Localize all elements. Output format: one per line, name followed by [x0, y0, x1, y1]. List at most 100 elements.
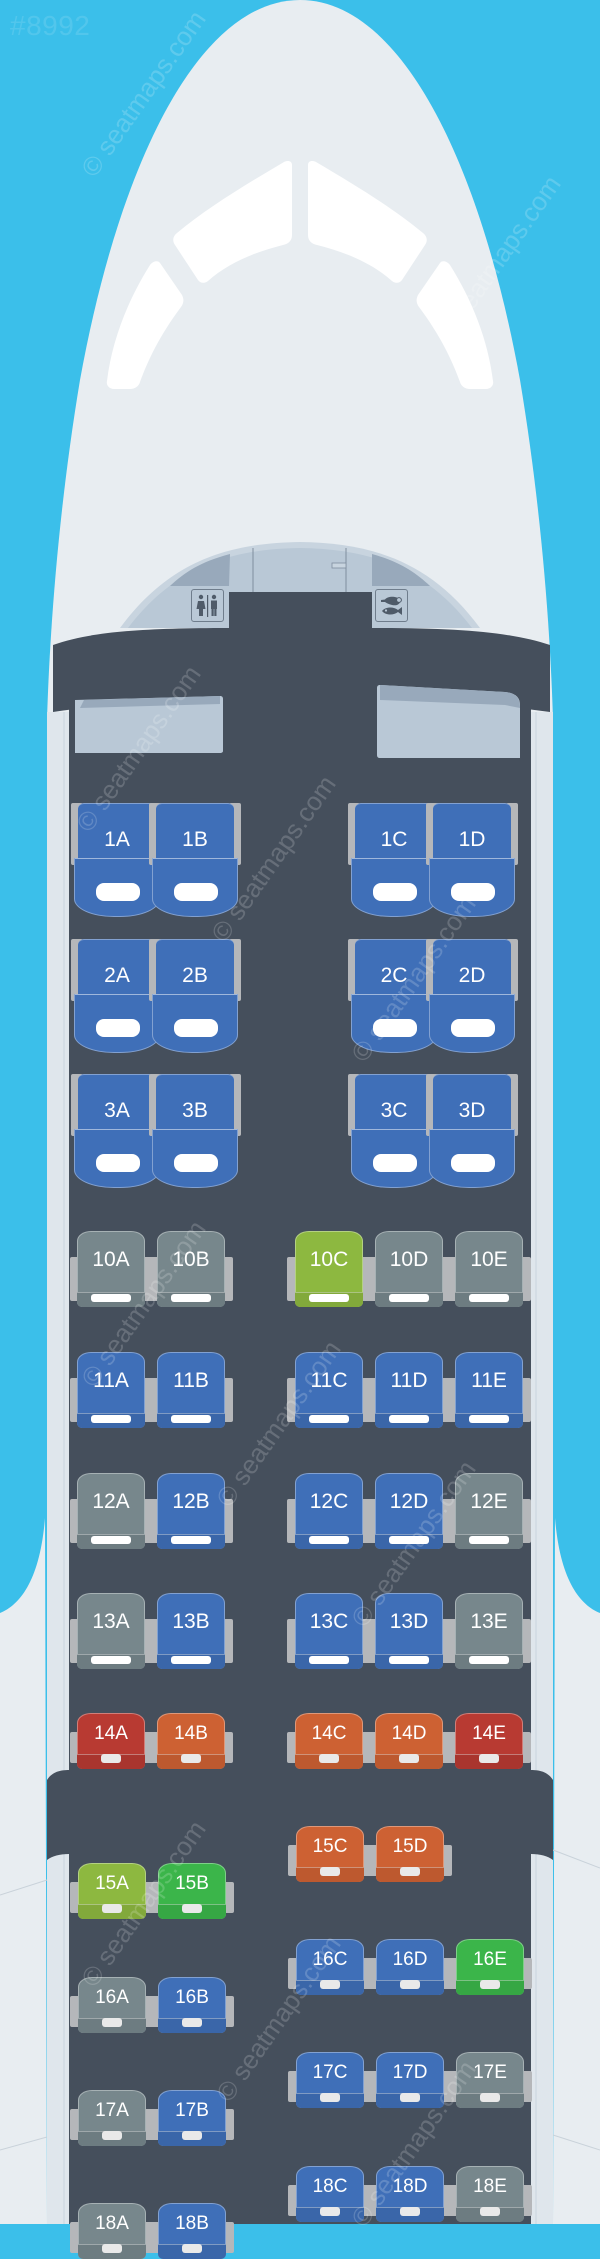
seat-label: 15A: [95, 1873, 129, 1894]
seat-14b[interactable]: 14B: [157, 1713, 225, 1769]
seat-pillow-icon: [451, 883, 495, 901]
seat-pillow-icon: [480, 2207, 500, 2216]
seat-label: 16B: [175, 1987, 209, 2008]
galley-icon: [375, 589, 408, 622]
seat-14a[interactable]: 14A: [77, 1713, 145, 1769]
seat-pillow-icon: [309, 1415, 349, 1423]
seat-label: 18D: [392, 2176, 428, 2197]
seat-label: 10C: [309, 1248, 349, 1271]
seat-pillow-icon: [182, 1904, 202, 1913]
seat-16e[interactable]: 16E: [456, 1939, 524, 1995]
seat-12d[interactable]: 12D: [375, 1473, 443, 1549]
seat-3d[interactable]: 3D: [426, 1074, 518, 1188]
seat-18e[interactable]: 18E: [456, 2166, 524, 2222]
seat-label: 18A: [95, 2213, 129, 2234]
seat-11b[interactable]: 11B: [157, 1352, 225, 1428]
seat-label: 12C: [309, 1490, 349, 1513]
seat-16c[interactable]: 16C: [296, 1939, 364, 1995]
seat-16d[interactable]: 16D: [376, 1939, 444, 1995]
seat-1d[interactable]: 1D: [426, 803, 518, 917]
seat-18c[interactable]: 18C: [296, 2166, 364, 2222]
seat-10b[interactable]: 10B: [157, 1231, 225, 1307]
seat-label: 16A: [95, 1987, 129, 2008]
seat-pillow-icon: [320, 2093, 340, 2102]
seat-label: 10D: [389, 1248, 429, 1271]
seat-12b[interactable]: 12B: [157, 1473, 225, 1549]
seat-12e[interactable]: 12E: [455, 1473, 523, 1549]
seat-pillow-icon: [399, 1754, 419, 1763]
seat-pillow-icon: [480, 1980, 500, 1989]
seat-18b[interactable]: 18B: [158, 2203, 226, 2259]
seat-back: [433, 803, 511, 859]
seat-3a[interactable]: 3A: [71, 1074, 163, 1188]
seat-label: 12B: [172, 1490, 210, 1513]
seat-label: 17D: [392, 2062, 428, 2083]
seat-17a[interactable]: 17A: [78, 2090, 146, 2146]
seat-15b[interactable]: 15B: [158, 1863, 226, 1919]
seat-label: 11B: [173, 1369, 209, 1392]
seat-pillow-icon: [389, 1536, 429, 1544]
seat-2b[interactable]: 2B: [149, 939, 241, 1053]
seat-1c[interactable]: 1C: [348, 803, 440, 917]
seat-label: 12A: [92, 1490, 130, 1513]
seat-15c[interactable]: 15C: [296, 1826, 364, 1882]
seat-label: 16C: [312, 1949, 348, 1970]
seat-pillow-icon: [182, 2131, 202, 2140]
seat-label: 13D: [389, 1610, 429, 1633]
seat-pillow-icon: [102, 1904, 122, 1913]
seat-10d[interactable]: 10D: [375, 1231, 443, 1307]
seat-pillow-icon: [309, 1294, 349, 1302]
seat-pillow-icon: [373, 883, 417, 901]
seat-10c[interactable]: 10C: [295, 1231, 363, 1307]
seat-11e[interactable]: 11E: [455, 1352, 523, 1428]
seat-13e[interactable]: 13E: [455, 1593, 523, 1669]
seat-1a[interactable]: 1A: [71, 803, 163, 917]
seat-13a[interactable]: 13A: [77, 1593, 145, 1669]
seat-label: 15B: [175, 1873, 209, 1894]
seat-14d[interactable]: 14D: [375, 1713, 443, 1769]
seat-17e[interactable]: 17E: [456, 2052, 524, 2108]
seat-pillow-icon: [320, 1980, 340, 1989]
seat-10a[interactable]: 10A: [77, 1231, 145, 1307]
seat-15d[interactable]: 15D: [376, 1826, 444, 1882]
seat-pillow-icon: [451, 1019, 495, 1037]
seat-label: 14A: [94, 1723, 128, 1744]
seat-14c[interactable]: 14C: [295, 1713, 363, 1769]
seat-16a[interactable]: 16A: [78, 1977, 146, 2033]
seat-label: 2B: [182, 964, 208, 987]
seat-10e[interactable]: 10E: [455, 1231, 523, 1307]
seat-pillow-icon: [174, 1154, 218, 1172]
seat-11a[interactable]: 11A: [77, 1352, 145, 1428]
seat-label: 1C: [380, 828, 408, 851]
seat-17d[interactable]: 17D: [376, 2052, 444, 2108]
seat-3b[interactable]: 3B: [149, 1074, 241, 1188]
seat-back: [433, 1074, 511, 1130]
seat-3c[interactable]: 3C: [348, 1074, 440, 1188]
seat-12c[interactable]: 12C: [295, 1473, 363, 1549]
seat-11c[interactable]: 11C: [295, 1352, 363, 1428]
seat-2c[interactable]: 2C: [348, 939, 440, 1053]
seat-label: 17B: [175, 2100, 209, 2121]
seat-pillow-icon: [389, 1656, 429, 1664]
seat-13b[interactable]: 13B: [157, 1593, 225, 1669]
seat-2a[interactable]: 2A: [71, 939, 163, 1053]
seat-pillow-icon: [451, 1154, 495, 1172]
seat-15a[interactable]: 15A: [78, 1863, 146, 1919]
seat-14e[interactable]: 14E: [455, 1713, 523, 1769]
seat-18a[interactable]: 18A: [78, 2203, 146, 2259]
seat-16b[interactable]: 16B: [158, 1977, 226, 2033]
seat-pillow-icon: [400, 2093, 420, 2102]
seat-2d[interactable]: 2D: [426, 939, 518, 1053]
seat-label: 11A: [93, 1369, 129, 1392]
seat-1b[interactable]: 1B: [149, 803, 241, 917]
seat-11d[interactable]: 11D: [375, 1352, 443, 1428]
seat-18d[interactable]: 18D: [376, 2166, 444, 2222]
seat-17b[interactable]: 17B: [158, 2090, 226, 2146]
seat-17c[interactable]: 17C: [296, 2052, 364, 2108]
seat-13c[interactable]: 13C: [295, 1593, 363, 1669]
seat-12a[interactable]: 12A: [77, 1473, 145, 1549]
seat-13d[interactable]: 13D: [375, 1593, 443, 1669]
seat-pillow-icon: [389, 1294, 429, 1302]
seat-label: 18C: [312, 2176, 348, 2197]
